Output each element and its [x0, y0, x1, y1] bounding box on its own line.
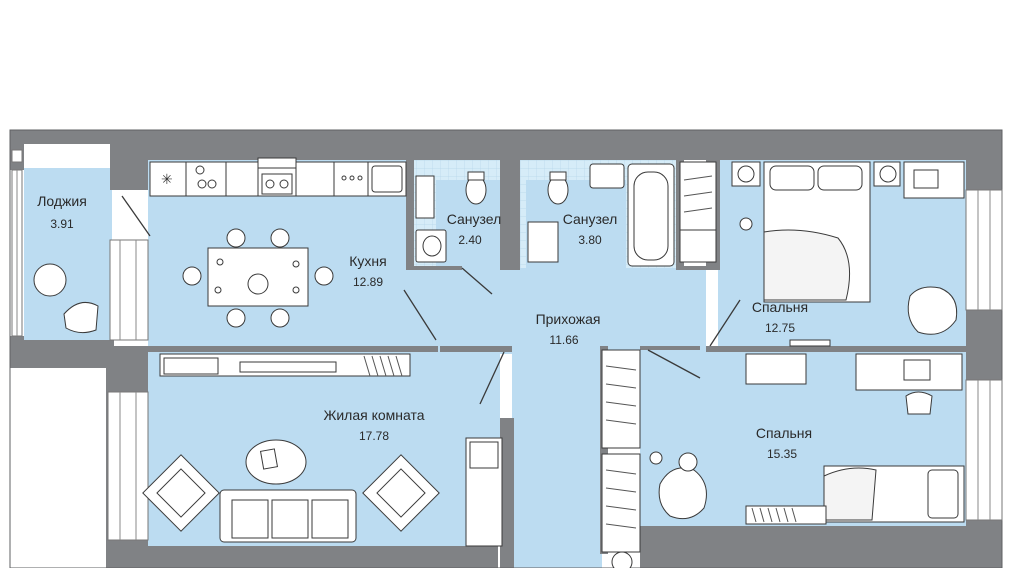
room-label-hallway: Прихожая	[536, 311, 601, 327]
bench-2	[745, 353, 807, 385]
window-loggia-top	[11, 149, 23, 163]
armchair-2	[658, 467, 707, 520]
wardrobe-hall-1	[601, 349, 641, 449]
room-label-bedroom-2: Спальня	[756, 425, 812, 441]
room-label-loggia: Лоджия	[37, 193, 87, 209]
bedroom1-furniture	[731, 161, 965, 347]
window-bedroom2	[965, 379, 1003, 521]
room-label-bedroom-1: Спальня	[752, 299, 808, 315]
kitchen-counter	[149, 157, 407, 197]
bench-1	[789, 339, 831, 347]
room-label-bathroom-2: Санузел	[563, 211, 618, 227]
armchair-1	[907, 286, 958, 335]
room-area-bedroom-2: 15.35	[767, 447, 797, 461]
bedroom2-furniture	[649, 353, 965, 525]
kitchen-sink	[371, 165, 403, 193]
washing-machine	[527, 221, 559, 263]
kitchen-asterisk-icon: ✳	[161, 171, 173, 187]
room-area-bedroom-1: 12.75	[765, 321, 795, 335]
bathroom1-fixtures	[415, 171, 487, 263]
window-living	[107, 391, 149, 541]
window-kitchen-door	[109, 239, 149, 341]
door-swings	[121, 195, 741, 405]
hallway-furniture	[601, 349, 641, 568]
room-area-hallway: 11.66	[549, 333, 578, 347]
wardrobe-hall-2	[601, 453, 641, 553]
room-area-loggia: 3.91	[50, 217, 74, 231]
hallway-floor-lower	[512, 350, 602, 568]
slippers	[739, 217, 753, 231]
room-area-kitchen: 12.89	[353, 275, 383, 289]
living-furniture	[142, 353, 503, 547]
room-label-living: Жилая комната	[323, 407, 424, 423]
wall-outlines	[9, 129, 1003, 568]
room-area-bathroom-2: 3.80	[578, 233, 602, 247]
floor-lamp-1	[649, 451, 663, 465]
floor-lamp-2	[678, 452, 698, 472]
dining-table	[182, 228, 334, 328]
window-mullions	[16, 170, 991, 540]
hallway-floor	[406, 268, 706, 354]
room-area-living: 17.78	[359, 429, 389, 443]
loggia-chair	[63, 301, 99, 334]
window-bedroom1	[965, 189, 1003, 311]
loggia-table	[33, 263, 67, 297]
wardrobe-top	[679, 161, 717, 263]
loggia-furniture	[33, 263, 99, 334]
room-label-bathroom-1: Санузел	[447, 211, 502, 227]
desk-chair-2	[905, 391, 933, 415]
room-labels: Лоджия 3.91 Кухня 12.89 Санузел 2.40 Сан…	[37, 193, 812, 461]
sink-2	[589, 163, 625, 189]
room-area-bathroom-1: 2.40	[458, 233, 482, 247]
stove	[261, 173, 293, 195]
hall-rug	[611, 551, 633, 568]
bathroom2-fixtures	[527, 163, 675, 267]
hood	[257, 157, 297, 169]
room-label-kitchen: Кухня	[349, 253, 386, 269]
